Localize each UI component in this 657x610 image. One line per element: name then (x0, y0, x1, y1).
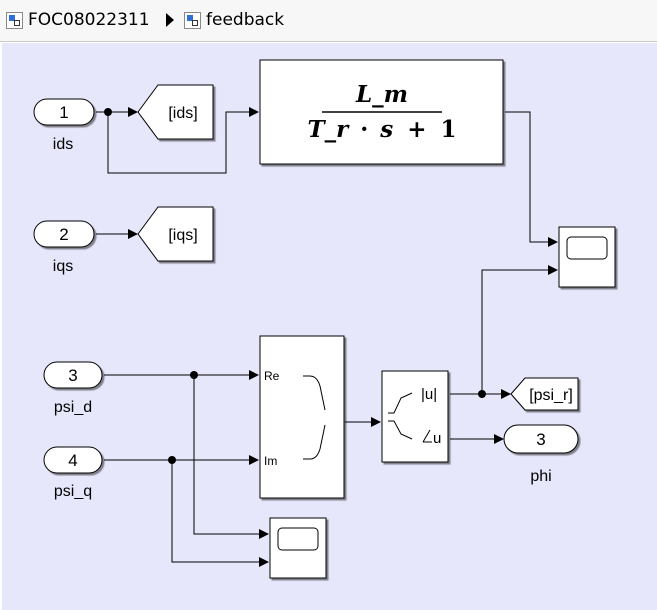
signal-line-tf-scope (505, 111, 558, 247)
inport-2-name: iqs (53, 258, 73, 275)
outport-3[interactable]: 3 (503, 424, 579, 454)
breadcrumb-item-model[interactable]: FOC08022311 (6, 9, 150, 31)
scope-1-screen-icon (566, 236, 608, 260)
inport-2[interactable]: 2 (33, 220, 95, 248)
inport-4-number: 4 (68, 451, 77, 470)
breadcrumb-separator-icon (166, 13, 174, 27)
goto-iqs-tag: [iqs] (168, 227, 197, 244)
branch-point-abs (478, 390, 486, 398)
output-abs-label: |u| (421, 386, 437, 403)
goto-iqs[interactable]: [iqs] (137, 206, 214, 262)
tf-den-plus: + (407, 116, 426, 143)
subsystem-icon (184, 11, 201, 29)
scope-2-screen-icon (277, 527, 319, 551)
signal-line-abs-scope (481, 265, 558, 394)
block-diagram: 1 ids 2 iqs 3 psi_d 4 psi_q [ids] [iqs] … (33, 59, 616, 579)
mag-angle-split-icon (388, 392, 413, 440)
tf-numerator: L_m (355, 81, 408, 108)
breadcrumb-subsystem-label: feedback (206, 10, 285, 30)
tf-den-tr: T_r (307, 116, 350, 143)
inport-3-name: psi_d (54, 399, 92, 416)
complex-to-mag-angle-block[interactable]: |u| u (381, 370, 449, 463)
output-angle-label: u (433, 430, 441, 447)
breadcrumb-item-subsystem[interactable]: feedback (184, 9, 284, 31)
transfer-fcn-block[interactable]: L_m T_r · s + 1 (259, 59, 504, 165)
breadcrumb-model-label: FOC08022311 (28, 10, 150, 30)
branch-point-ids (104, 108, 112, 116)
inport-4-name: psi_q (54, 483, 92, 500)
inport-4[interactable]: 4 (43, 446, 103, 474)
inport-2-number: 2 (59, 225, 68, 244)
real-imag-to-complex-block[interactable]: Re Im (259, 335, 345, 499)
complex-input-re: Re (264, 369, 280, 383)
goto-psi-r[interactable]: [psi_r] (510, 377, 579, 411)
goto-ids-tag: [ids] (168, 105, 197, 122)
tf-den-s: s (379, 116, 393, 143)
signal-line-ids-tf (107, 107, 259, 174)
signal-lines (96, 107, 558, 567)
inport-3[interactable]: 3 (43, 361, 103, 389)
scope-block-1[interactable] (558, 226, 616, 288)
scope-block-2[interactable] (269, 517, 327, 579)
model-icon (6, 11, 23, 29)
branch-point-psi-q (168, 456, 176, 464)
branch-point-psi-d (190, 371, 198, 379)
breadcrumb: FOC08022311 feedback (0, 0, 657, 42)
tf-den-dot: · (360, 116, 368, 143)
model-canvas[interactable]: 1 ids 2 iqs 3 psi_d 4 psi_q [ids] [iqs] … (2, 43, 657, 610)
complex-merge-icon (303, 375, 326, 460)
goto-ids[interactable]: [ids] (137, 84, 214, 140)
inport-1-name: ids (53, 136, 73, 153)
outport-3-number: 3 (536, 430, 545, 449)
complex-input-im: Im (264, 454, 277, 468)
tf-den-one: 1 (441, 116, 457, 143)
outport-3-name: phi (530, 468, 551, 485)
inport-1-number: 1 (59, 103, 68, 122)
inport-1[interactable]: 1 (33, 98, 95, 126)
inport-3-number: 3 (68, 366, 77, 385)
signal-line-psi-q-scope (171, 460, 269, 567)
angle-symbol-icon (422, 429, 432, 443)
signal-line-psi-d-scope (193, 375, 269, 539)
goto-psi-r-tag: [psi_r] (529, 387, 573, 404)
tf-denominator: T_r · s + 1 (307, 116, 456, 143)
